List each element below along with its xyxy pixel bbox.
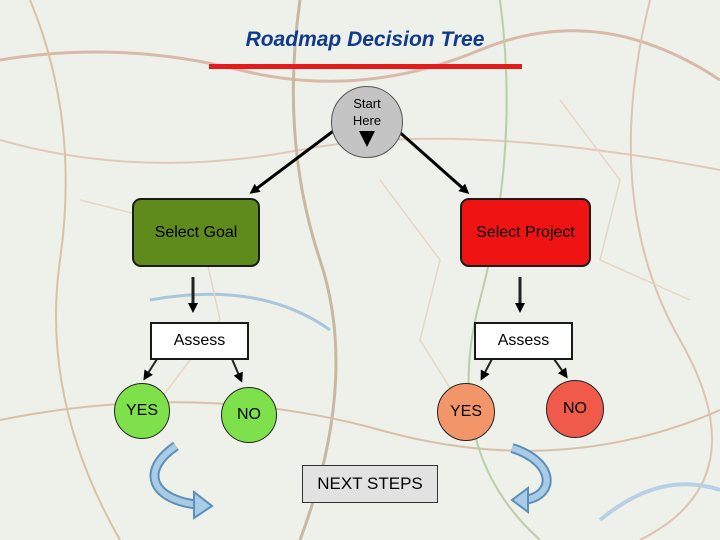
start-node[interactable]: Start Here [331, 86, 403, 158]
yes-right-node[interactable]: YES [437, 383, 495, 441]
yes-left-node[interactable]: YES [114, 383, 170, 439]
page-title: Roadmap Decision Tree [245, 28, 485, 51]
no-left-node[interactable]: NO [221, 387, 277, 443]
assess-left-node[interactable]: Assess [150, 322, 249, 360]
down-triangle-icon [359, 131, 375, 147]
start-label-line1: Start [353, 96, 381, 111]
start-label-line2: Here [352, 113, 382, 128]
select-project-node[interactable]: Select Project [460, 198, 591, 267]
start-label: Start Here [332, 95, 402, 129]
title-underline [209, 64, 522, 69]
no-right-node[interactable]: NO [546, 380, 604, 438]
select-goal-node[interactable]: Select Goal [132, 198, 260, 267]
assess-right-node[interactable]: Assess [474, 322, 573, 360]
next-steps-button[interactable]: NEXT STEPS [302, 465, 438, 503]
